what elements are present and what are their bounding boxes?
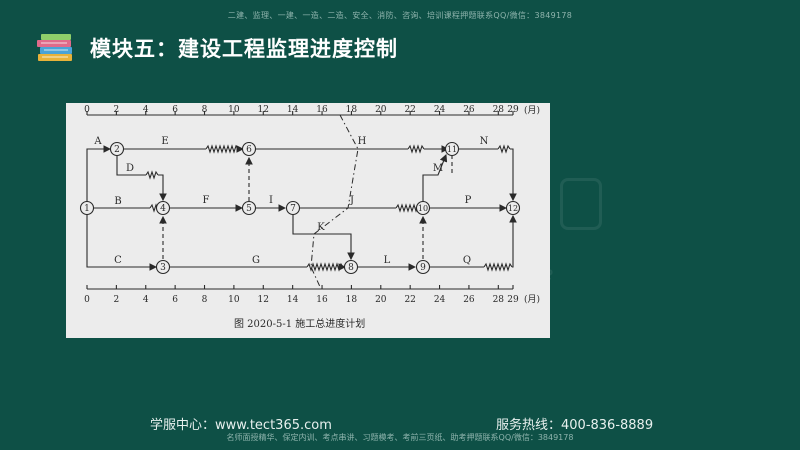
dummy-arrows <box>159 155 453 259</box>
bottom-axis-tick-label: 16 <box>316 295 328 305</box>
progress-check-line <box>310 114 359 290</box>
svg-text:12: 12 <box>508 204 518 213</box>
svg-text:5: 5 <box>246 204 252 214</box>
activity-f-label: F <box>203 195 210 206</box>
activity-p-label: P <box>465 195 472 206</box>
svg-text:6: 6 <box>246 145 252 155</box>
bottom-axis-tick-label: 0 <box>84 295 90 305</box>
bottom-axis-tick-label: 6 <box>172 295 178 305</box>
bottom-axis-tick-label: 28 <box>493 295 505 305</box>
activity-b-label: B <box>114 196 121 207</box>
footer-hotline: 服务热线：400-836-8889 <box>496 418 654 433</box>
background-watermark-logo <box>560 178 602 230</box>
node-2: 2 <box>109 141 125 157</box>
activity-j-label: J <box>349 195 354 206</box>
svg-text:10: 10 <box>418 204 428 213</box>
node-7: 7 <box>285 200 301 216</box>
top-axis-tick-label: 2 <box>114 105 120 115</box>
top-axis-tick-label: 26 <box>463 105 475 115</box>
node-3: 3 <box>155 259 171 275</box>
activity-d-label: D <box>126 163 134 174</box>
node-5: 5 <box>241 200 257 216</box>
svg-text:9: 9 <box>420 263 426 273</box>
event-nodes: 1 2 3 4 5 6 7 8 9 10 11 12 <box>79 141 521 275</box>
bottom-axis-tick-label: 26 <box>463 295 475 305</box>
bottom-axis-tick-label: 24 <box>434 295 446 305</box>
slide-header: 模块五：建设工程监理进度控制 <box>36 30 398 66</box>
top-axis-unit: (月) <box>524 105 540 116</box>
top-axis-tick-label: 12 <box>258 105 269 115</box>
svg-text:7: 7 <box>290 204 296 214</box>
svg-text:2: 2 <box>114 145 120 155</box>
bottom-axis-tick-label: 10 <box>228 295 240 305</box>
activity-h-label: H <box>358 136 367 147</box>
bottom-axis-tick-label: 20 <box>375 295 387 305</box>
bottom-axis-tick-label: 4 <box>143 295 149 305</box>
svg-text:11: 11 <box>447 145 457 154</box>
top-axis-tick-label: 29 <box>507 105 519 115</box>
top-axis-tick-label: 16 <box>316 105 328 115</box>
bottom-axis-tick-label: 22 <box>404 295 415 305</box>
activity-a-label: A <box>93 136 102 147</box>
activity-i-label: I <box>269 195 273 206</box>
node-4: 4 <box>155 200 171 216</box>
activity-e-label: E <box>161 136 168 147</box>
node-10: 10 <box>415 200 431 216</box>
top-axis-tick-label: 14 <box>287 105 299 115</box>
top-axis-tick-label: 24 <box>434 105 446 115</box>
activity-labels: A B C D E F G H I J K L M N P Q <box>93 136 488 266</box>
activity-k-label: K <box>317 222 325 233</box>
top-axis-tick-label: 4 <box>143 105 149 115</box>
node-8: 8 <box>343 259 359 275</box>
node-6: 6 <box>241 141 257 157</box>
node-12: 12 <box>505 200 521 216</box>
activity-arrows <box>86 144 517 272</box>
top-axis-tick-label: 22 <box>404 105 415 115</box>
svg-text:8: 8 <box>348 263 354 273</box>
bottom-axis-tick-label: 2 <box>114 295 120 305</box>
top-axis-tick-label: 0 <box>84 105 90 115</box>
top-axis-tick-label: 28 <box>493 105 505 115</box>
top-axis-tick-label: 18 <box>346 105 358 115</box>
bottom-watermark-note: 名师面授精华、保定内训、考点串讲、习题模考、考前三页纸、助考押题联系QQ/微信：… <box>226 433 574 442</box>
top-axis-tick-label: 20 <box>375 105 387 115</box>
figure-caption: 图 2020-5-1 施工总进度计划 <box>234 317 365 330</box>
activity-g-label: G <box>252 255 260 266</box>
top-axis-tick-label: 10 <box>228 105 240 115</box>
bottom-axis-tick-label: 29 <box>507 295 519 305</box>
bottom-axis-tick-label: 8 <box>202 295 208 305</box>
activity-l-label: L <box>384 255 391 266</box>
top-watermark-note: 二建、监理、一建、一造、二造、安全、消防、咨询、培训课程押题联系QQ/微信：38… <box>227 11 573 20</box>
node-9: 9 <box>415 259 431 275</box>
svg-text:3: 3 <box>160 263 166 273</box>
activity-q-label: Q <box>463 255 471 266</box>
footer-website: 学服中心：www.tect365.com <box>150 418 332 433</box>
bottom-axis-tick-label: 12 <box>258 295 269 305</box>
top-axis-tick-label: 6 <box>172 105 178 115</box>
activity-n-label: N <box>480 136 489 147</box>
page-title: 模块五：建设工程监理进度控制 <box>90 37 398 61</box>
svg-text:4: 4 <box>160 204 166 214</box>
node-11: 11 <box>444 141 460 157</box>
svg-text:1: 1 <box>84 204 90 214</box>
node-1: 1 <box>79 200 95 216</box>
activity-m-label: M <box>433 163 443 174</box>
bottom-axis-unit: (月) <box>524 294 540 305</box>
books-icon <box>37 34 72 61</box>
bottom-axis-tick-label: 18 <box>346 295 358 305</box>
bottom-axis-tick-label: 14 <box>287 295 299 305</box>
top-axis-tick-label: 8 <box>202 105 208 115</box>
activity-c-label: C <box>114 255 122 266</box>
